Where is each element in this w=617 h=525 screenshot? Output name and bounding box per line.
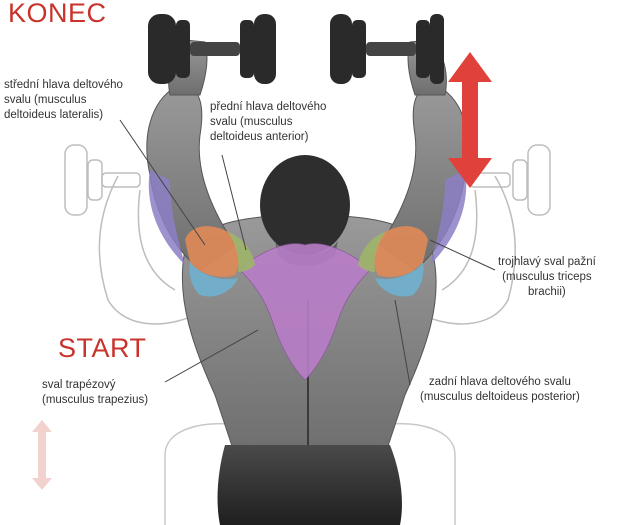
label-deltoid-anterior: přední hlava deltového svalu (musculus d…	[210, 101, 327, 143]
deltoid-posterior-right	[375, 262, 424, 297]
triceps-muscle	[148, 170, 185, 265]
deltoid-anterior-right	[358, 232, 385, 272]
label-deltoid-lateral: střední hlava deltového svalu (musculus …	[4, 79, 123, 121]
dumbbell-icon-right	[330, 14, 444, 84]
deltoid-anterior-left	[228, 232, 255, 272]
title-end: KONEC	[8, 0, 107, 28]
ghost-dumbbell-left	[64, 144, 88, 216]
label-triceps: trojhlavý sval pažní (musculus triceps b…	[498, 256, 596, 298]
deltoid-lateral-left	[185, 226, 240, 277]
deltoid-posterior-left	[189, 262, 238, 297]
dumbbell-icon	[148, 14, 276, 84]
shorts	[217, 445, 402, 525]
double-headed-vertical-arrow-icon	[448, 52, 492, 188]
label-trapezius: sval trapézový (musculus trapezius)	[42, 379, 149, 406]
faint-arrow-icon	[32, 420, 52, 490]
label-deltoid-posterior: zadní hlava deltového svalu (musculus de…	[420, 376, 580, 403]
triceps-muscle-right	[430, 170, 467, 265]
trapezius-muscle	[239, 243, 371, 381]
deltoid-lateral-right	[373, 226, 428, 277]
ghost-dumbbell-right	[527, 144, 551, 216]
leader-lines	[119, 119, 496, 386]
start-position-outline	[64, 144, 551, 325]
title-start: START	[58, 333, 147, 363]
